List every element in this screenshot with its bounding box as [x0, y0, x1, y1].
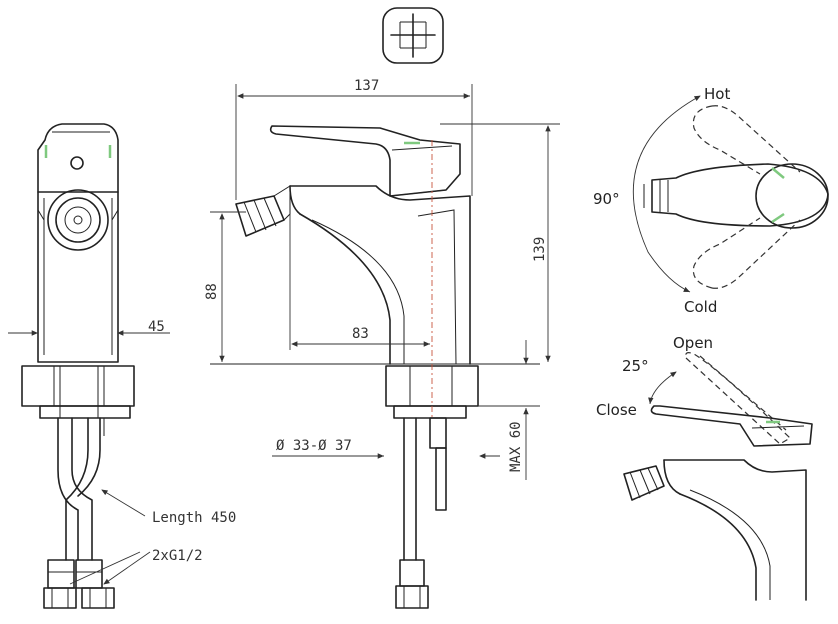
projection-symbol-icon	[382, 7, 444, 64]
open-label: Open	[673, 334, 713, 352]
close-label: Close	[596, 401, 637, 419]
height-right-dim: 139	[532, 237, 548, 262]
hose-length-label: Length 450	[152, 510, 236, 526]
rotation-view	[632, 95, 829, 293]
left-width-dim: 45	[148, 319, 165, 335]
front-view	[8, 123, 170, 609]
cold-label: Cold	[684, 298, 717, 316]
spout-height-dim: 88	[204, 283, 220, 300]
rotation-angle-label: 90°	[593, 190, 620, 208]
tilt-view	[623, 352, 813, 601]
tilt-angle-label: 25°	[622, 357, 649, 375]
width-top-dim: 137	[354, 78, 379, 94]
side-view	[210, 84, 560, 609]
hot-label: Hot	[704, 85, 730, 103]
hole-diameter-dim: Ø 33-Ø 37	[276, 438, 352, 454]
connection-label: 2xG1/2	[152, 548, 203, 564]
max-thickness-dim: MAX 60	[508, 421, 524, 472]
reach-dim: 83	[352, 326, 369, 342]
